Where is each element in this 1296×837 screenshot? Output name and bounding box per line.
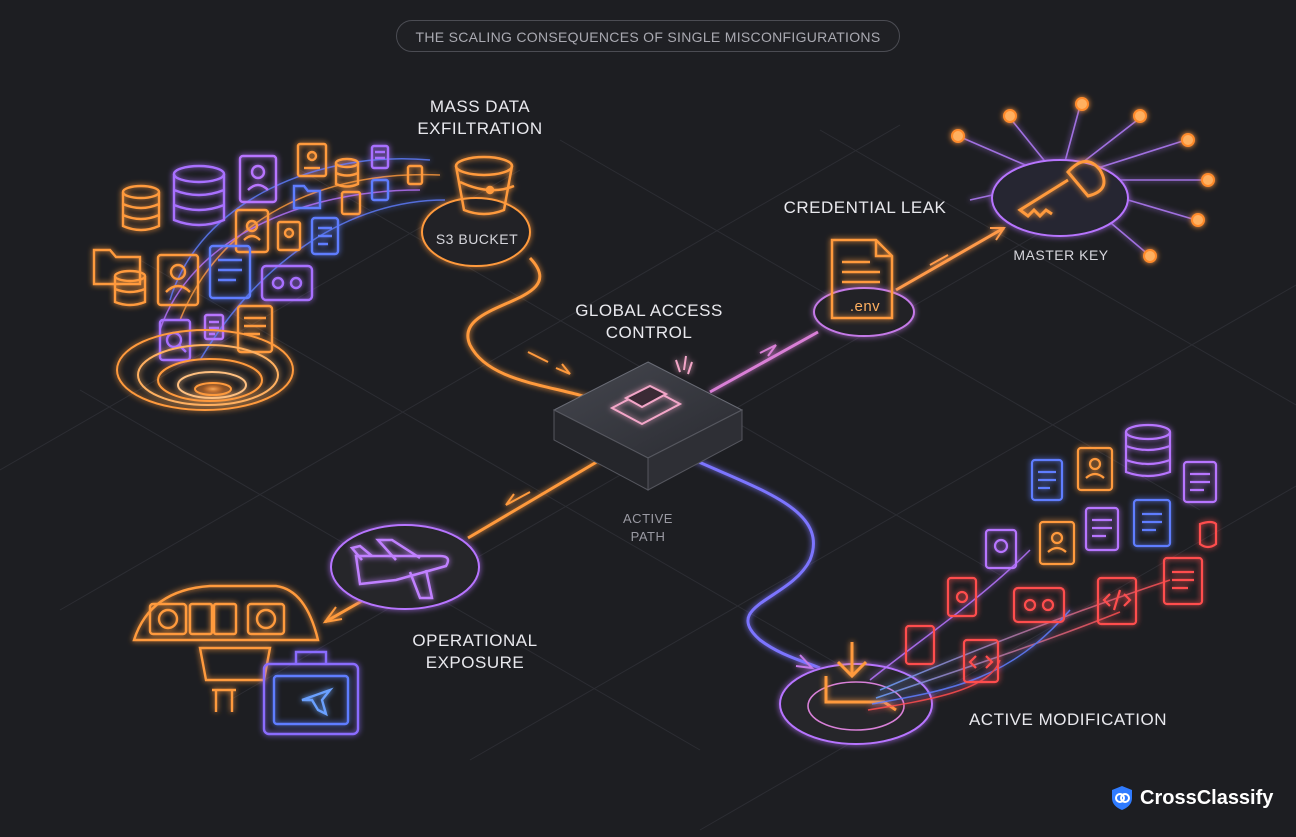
master-key-label: MASTER KEY <box>1013 247 1109 263</box>
center-heading: GLOBAL ACCESS CONTROL <box>540 300 758 344</box>
diagram-title: THE SCALING CONSEQUENCES OF SINGLE MISCO… <box>396 20 900 52</box>
global-access-switch <box>552 355 744 491</box>
bucket-icon <box>454 155 515 216</box>
operational-heading: OPERATIONAL EXPOSURE <box>380 630 570 674</box>
exfiltration-heading-line1: MASS DATA <box>429 97 531 116</box>
path-credential <box>709 226 1006 394</box>
key-icon <box>1017 160 1106 219</box>
s3-bucket-label: S3 BUCKET <box>435 231 519 247</box>
exfiltration-files-cluster <box>92 142 446 411</box>
operational-heading-line2: EXPOSURE <box>425 653 525 672</box>
operational-heading-line1: OPERATIONAL <box>412 631 538 650</box>
key-network-nodes <box>951 97 1215 263</box>
plane-icon <box>349 538 450 600</box>
cockpit-panel <box>132 584 320 712</box>
master-key-node <box>951 97 1215 263</box>
exfiltration-heading: MASS DATA EXFILTRATION <box>390 96 570 140</box>
exfiltration-heading-line2: EXFILTRATION <box>417 119 543 138</box>
center-heading-line2: CONTROL <box>605 323 693 342</box>
env-file-label: .env <box>849 298 881 315</box>
active-path-caption-line1: ACTIVE <box>623 511 673 526</box>
operational-plane-node <box>330 524 480 610</box>
flight-case-icon <box>262 650 360 736</box>
data-vortex <box>116 329 294 411</box>
path-modification <box>689 456 821 670</box>
env-file-icon <box>830 238 894 320</box>
brand-logo: CrossClassify <box>1110 784 1273 812</box>
modification-files-cluster <box>867 423 1218 711</box>
center-heading-line1: GLOBAL ACCESS <box>575 301 723 320</box>
active-path-caption-line2: PATH <box>630 529 666 544</box>
active-path-caption: ACTIVE PATH <box>600 510 696 546</box>
modification-heading: ACTIVE MODIFICATION <box>968 710 1168 729</box>
path-exfiltration <box>466 256 601 404</box>
credential-heading: CREDENTIAL LEAK <box>783 198 947 217</box>
crossclassify-logo-icon <box>1112 786 1132 810</box>
env-file-node <box>813 238 915 337</box>
s3-bucket-node <box>421 155 531 267</box>
brand-logo-spacer <box>1110 784 1134 812</box>
brand-name: CrossClassify <box>1140 786 1274 809</box>
